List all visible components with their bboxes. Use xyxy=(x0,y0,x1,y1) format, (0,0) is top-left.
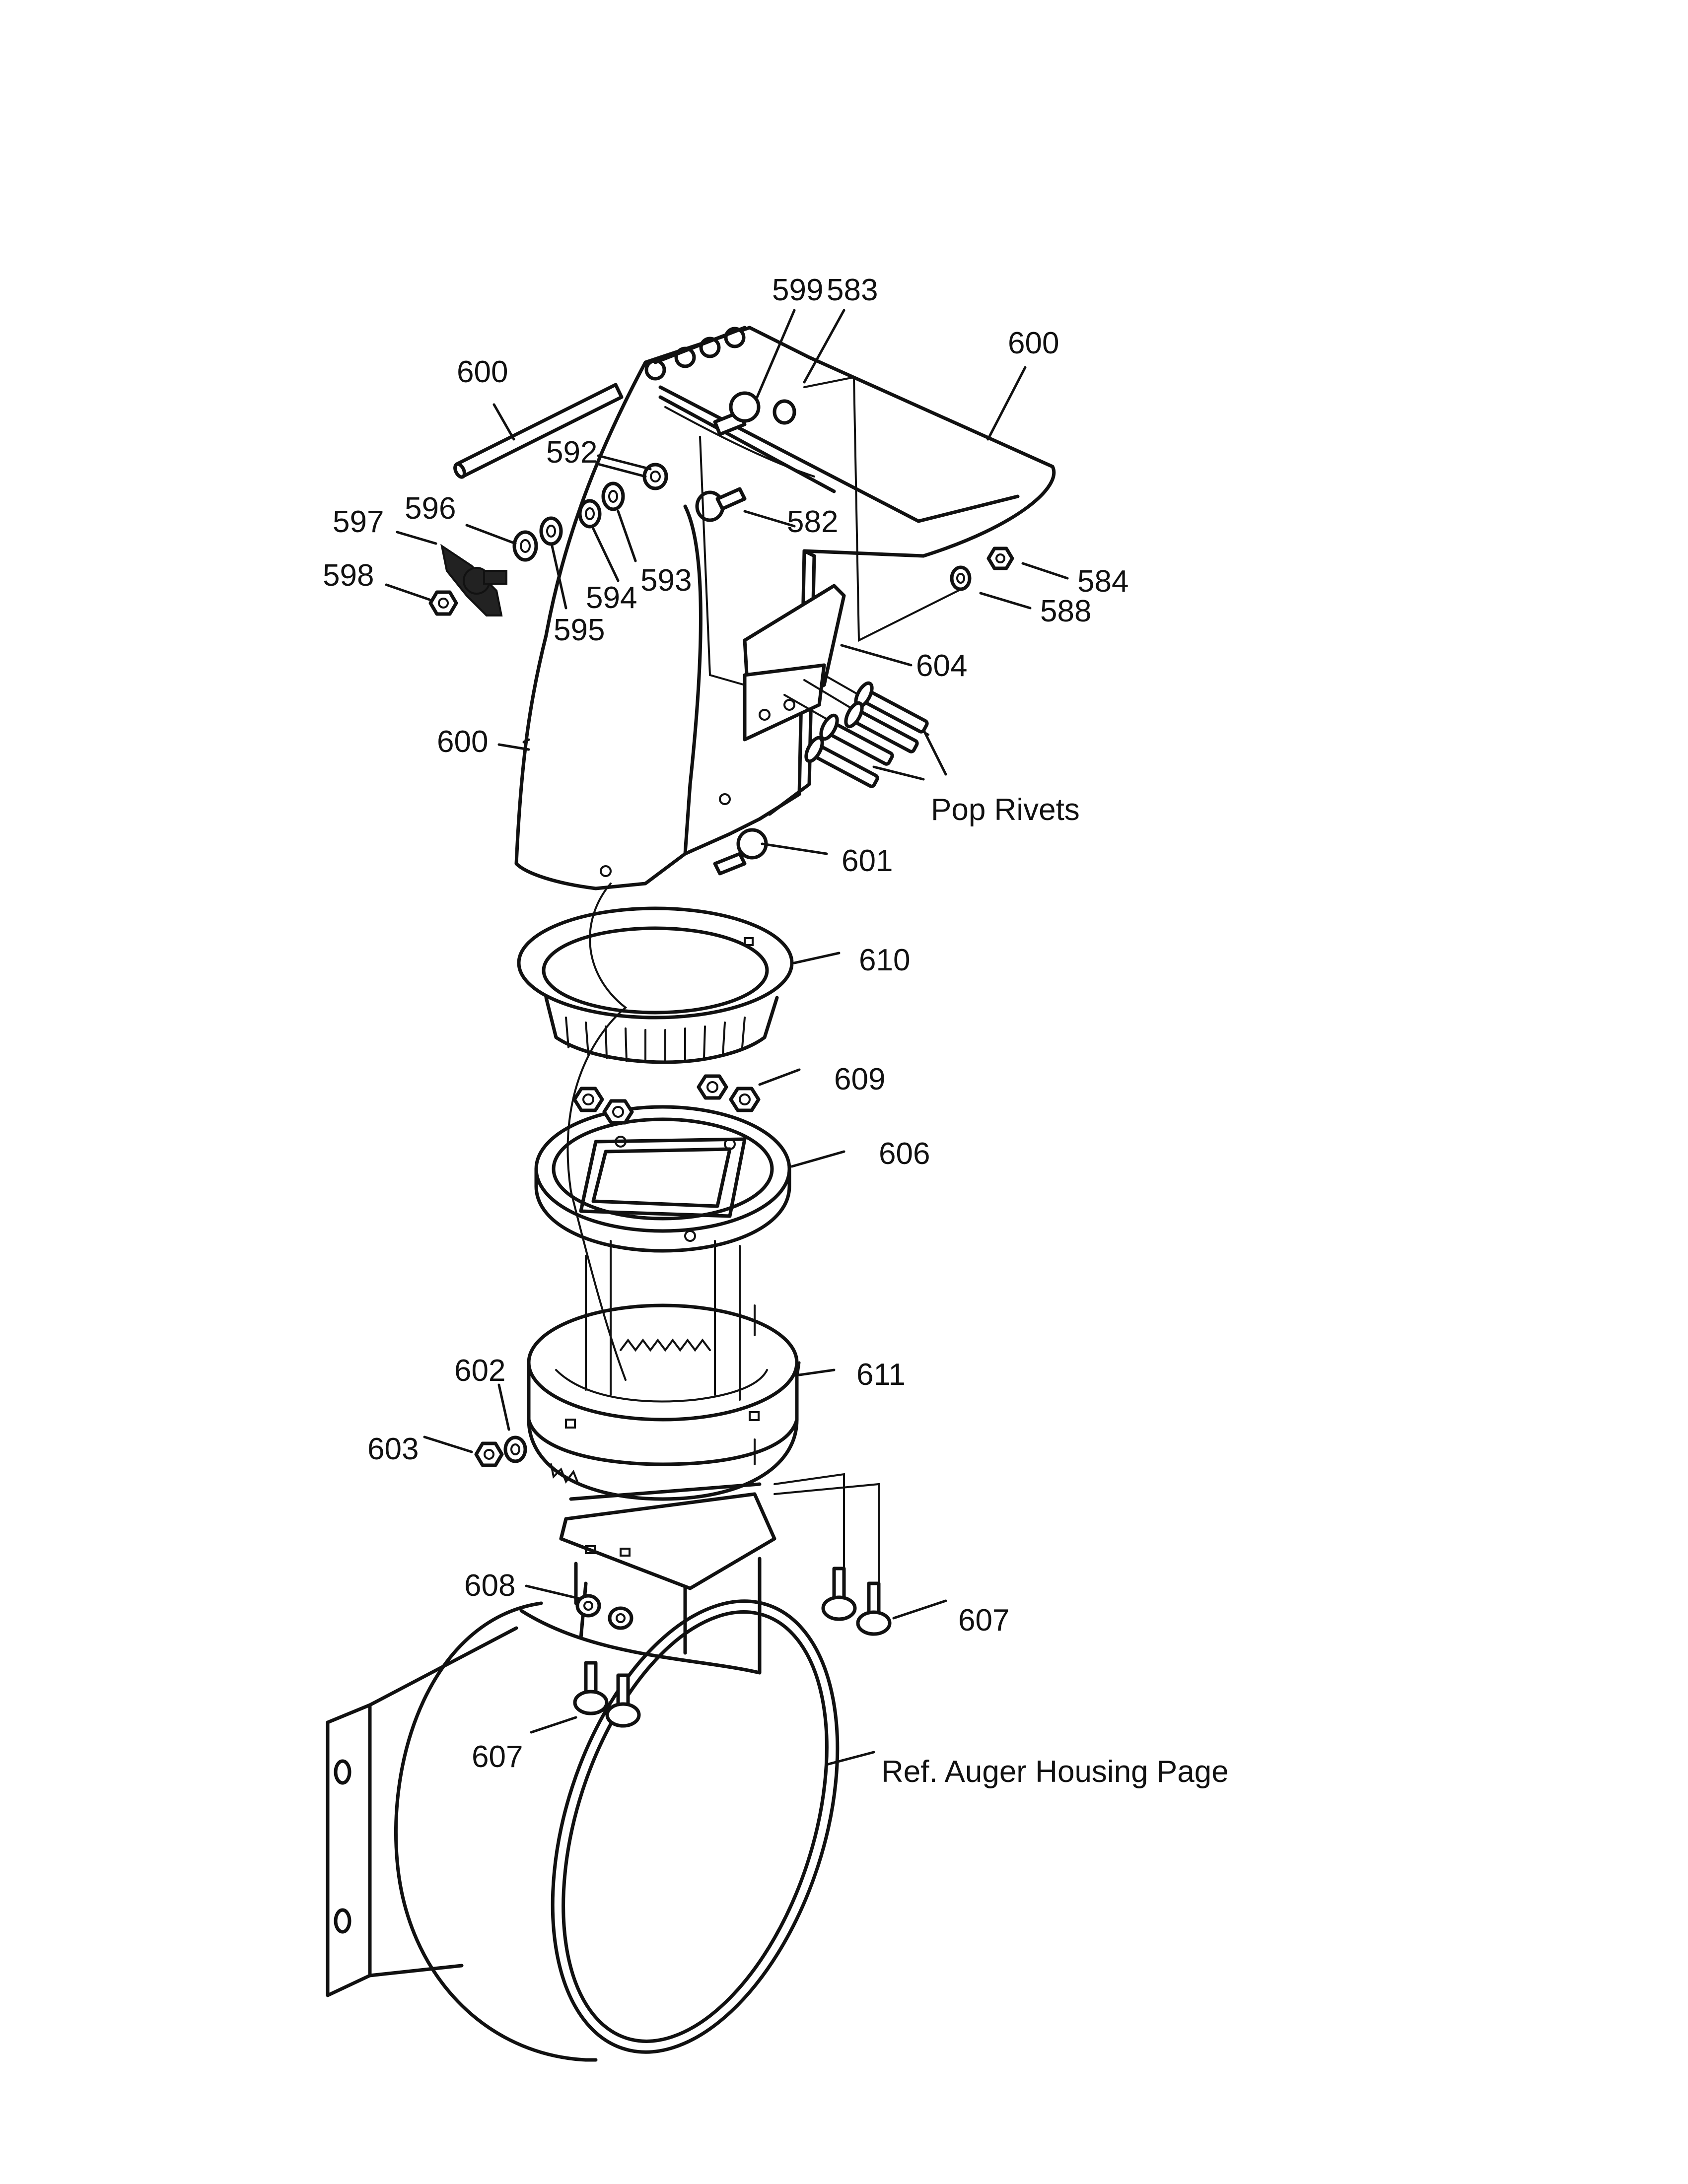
label-595: 595 xyxy=(554,613,605,647)
callout-labels: 599 583 600 600 592 596 597 598 582 594 … xyxy=(323,273,1229,1789)
label-592: 592 xyxy=(546,435,597,470)
label-604: 604 xyxy=(916,649,967,683)
label-582: 582 xyxy=(787,505,838,539)
label-584: 584 xyxy=(1077,564,1128,599)
washers-608 xyxy=(575,1594,633,1630)
label-610: 610 xyxy=(859,943,910,977)
label-600-chute: 600 xyxy=(437,725,488,759)
label-603: 603 xyxy=(367,1432,419,1466)
washers-left xyxy=(512,463,668,562)
label-583: 583 xyxy=(827,273,878,307)
washer-602 xyxy=(503,1435,527,1463)
label-597: 597 xyxy=(333,505,384,539)
assembly-guide-lines xyxy=(566,376,969,1584)
label-601: 601 xyxy=(842,844,893,878)
nut-603 xyxy=(474,1441,504,1467)
label-609: 609 xyxy=(834,1062,885,1096)
nut-598 xyxy=(428,590,458,616)
label-598: 598 xyxy=(323,558,374,593)
label-611: 611 xyxy=(856,1358,906,1392)
label-602: 602 xyxy=(454,1354,505,1388)
label-600-deflector: 600 xyxy=(1008,326,1059,360)
label-607-right: 607 xyxy=(958,1603,1009,1638)
nut-584 xyxy=(986,546,1014,570)
label-596: 596 xyxy=(405,491,456,526)
leader-lines xyxy=(385,309,1069,1766)
label-ref-auger-housing: Ref. Auger Housing Page xyxy=(881,1755,1229,1789)
label-599: 599 xyxy=(772,273,823,307)
label-608: 608 xyxy=(464,1569,515,1603)
gear-ring-611 xyxy=(527,1303,799,1501)
bolt-599 xyxy=(713,391,796,436)
label-607-left: 607 xyxy=(472,1740,523,1774)
screws-607-right xyxy=(821,1567,892,1636)
label-600-rod: 600 xyxy=(457,355,508,389)
pop-rivets xyxy=(804,681,929,788)
nuts-609 xyxy=(572,1074,761,1125)
bearing-ring-610 xyxy=(517,906,794,1064)
label-593: 593 xyxy=(640,563,692,598)
auger-housing-tube xyxy=(326,1557,840,2062)
label-588: 588 xyxy=(1040,594,1091,628)
label-594: 594 xyxy=(586,581,637,615)
mounting-plate xyxy=(559,1482,776,1590)
rod-600 xyxy=(453,383,624,479)
label-pop-rivets: Pop Rivets xyxy=(931,793,1080,827)
deflector-bracket-604 xyxy=(743,584,929,755)
chute-hinge xyxy=(644,326,747,381)
screws-607-left xyxy=(573,1661,641,1728)
knob-597 xyxy=(440,544,507,616)
label-606: 606 xyxy=(879,1137,930,1171)
base-ring-606 xyxy=(534,1105,791,1401)
